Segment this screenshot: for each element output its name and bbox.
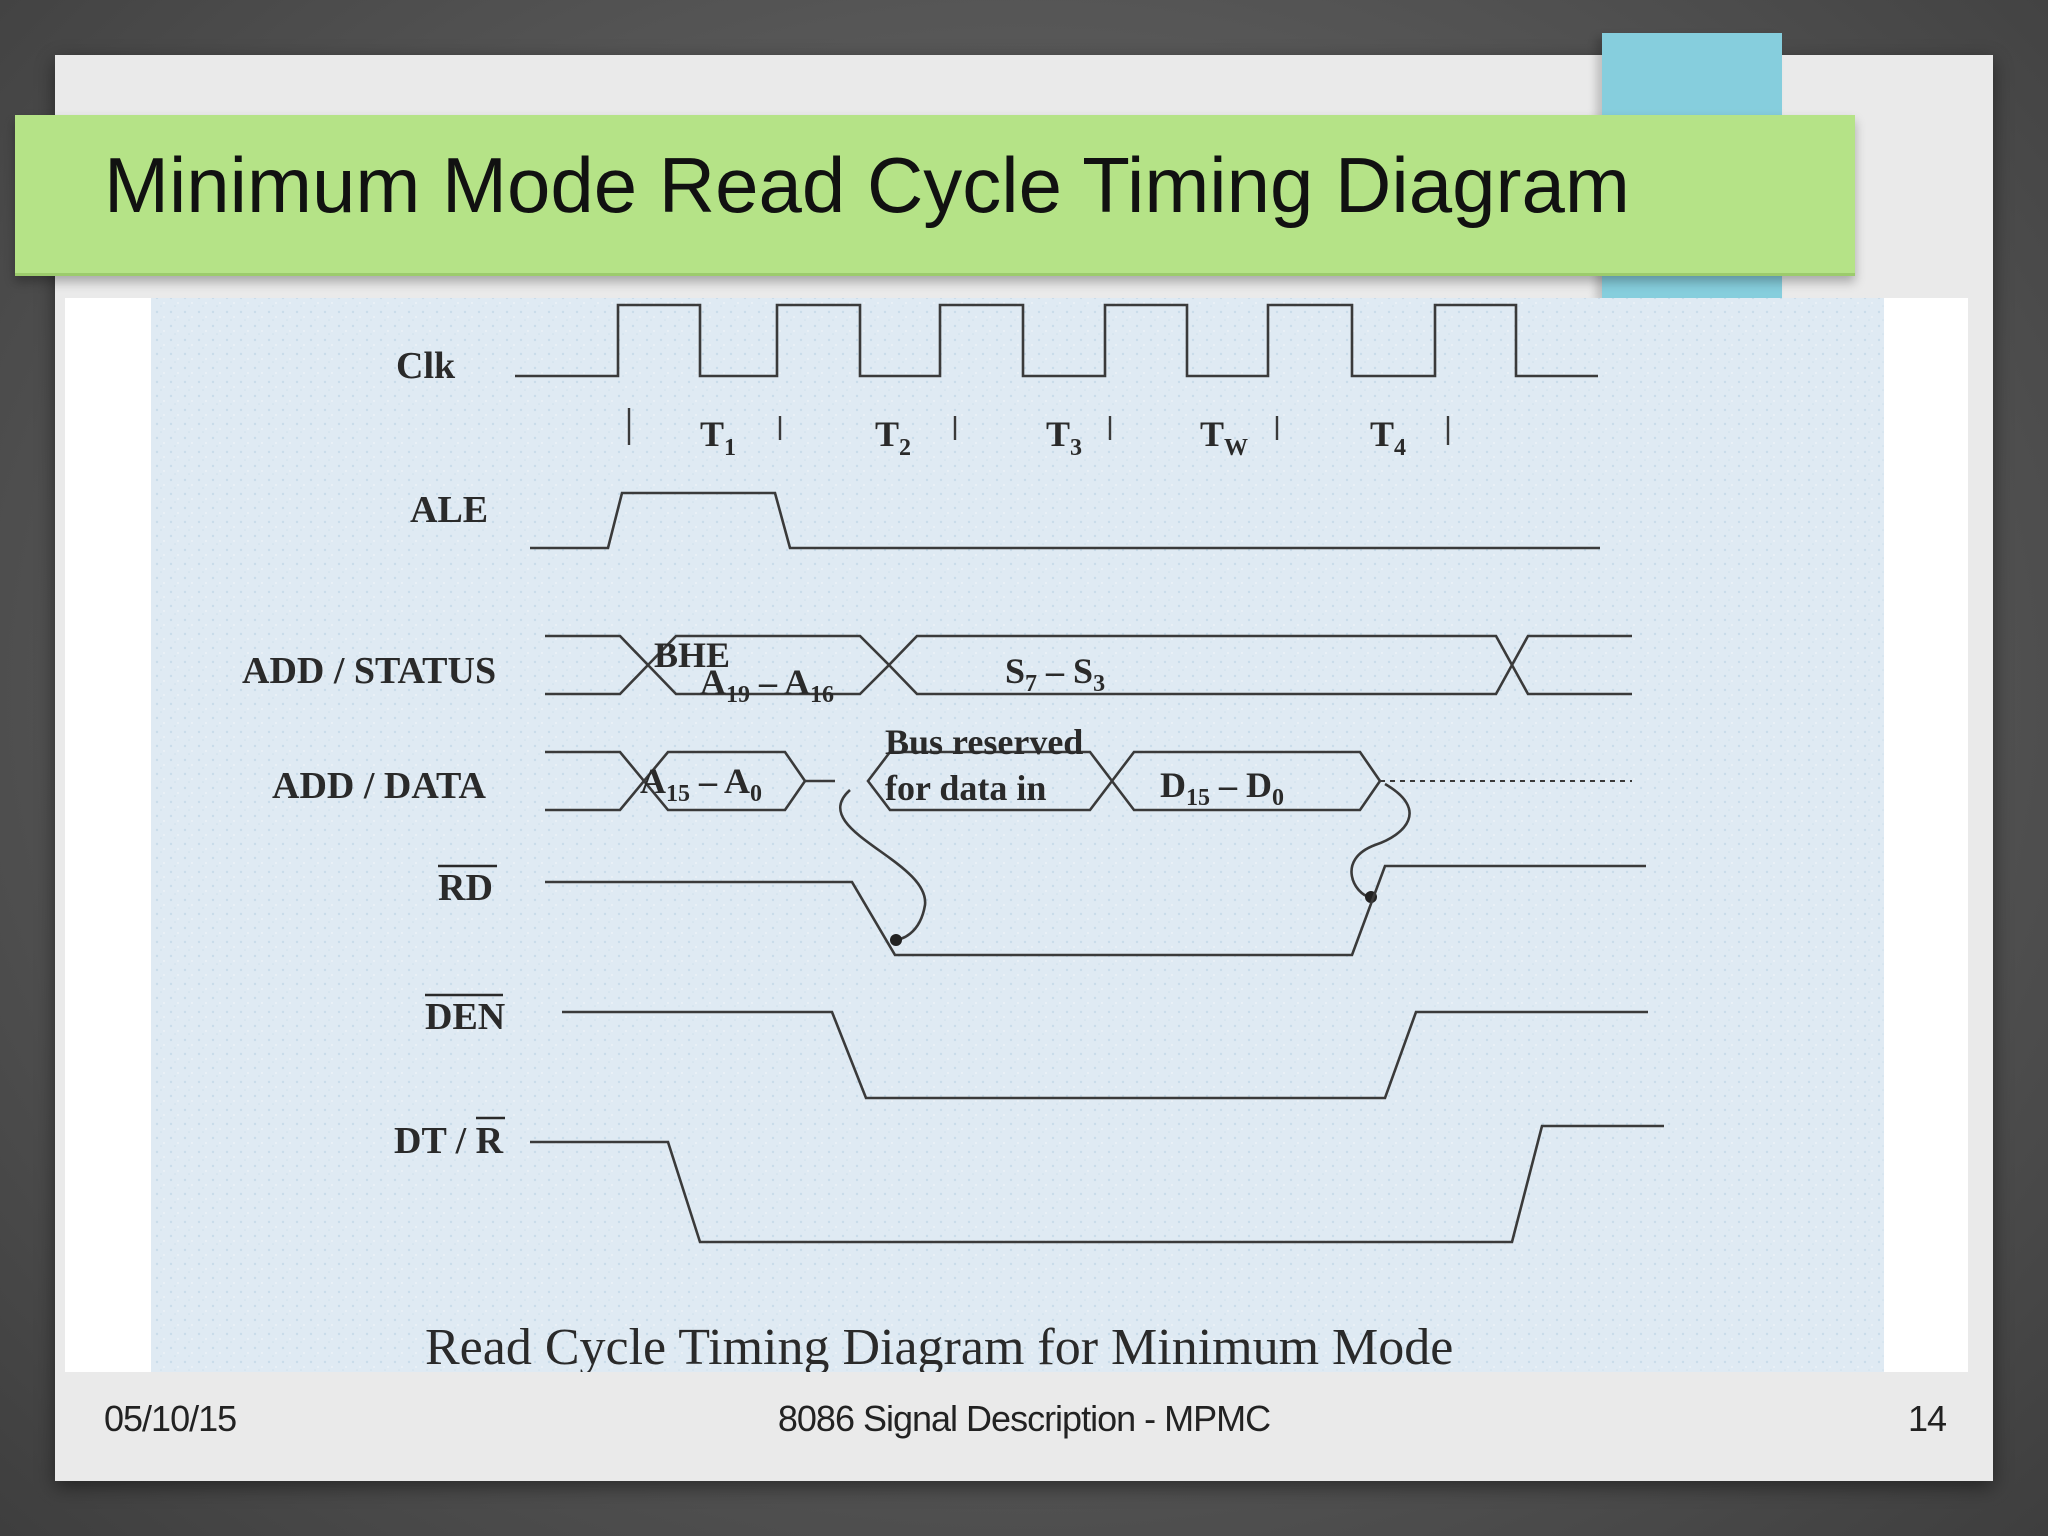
addr-a15-a0-text: A15 – A0 [640,761,762,807]
state-t1: T1 [700,414,736,461]
add-status-bus [545,634,1632,696]
clk-waveform [515,303,1598,378]
timing-diagram: Clk ALE ADD / STATUS ADD / DATA RD DEN D… [151,298,1884,1372]
state-t4: T4 [1370,414,1406,461]
title-band [15,115,1855,276]
footer-page-number: 14 [1907,1398,1947,1439]
rd-waveform [545,864,1646,957]
diagram-area: Clk ALE ADD / STATUS ADD / DATA RD DEN D… [65,298,1968,1372]
state-t2: T2 [875,414,911,461]
add-data-bus [545,750,1632,946]
slide-title: Minimum Mode Read Cycle Timing Diagram [104,141,1630,229]
status-s7-s3-text: S7 – S3 [1005,651,1105,697]
state-ticks [627,408,1450,445]
label-add-data: ADD / DATA [272,765,486,807]
ale-waveform [530,491,1600,550]
diagram-background [151,298,1884,1372]
diagram-caption: Read Cycle Timing Diagram for Minimum Mo… [425,1319,1453,1372]
addr-a19-a16-text: A19 – A16 [700,662,834,708]
bus-reserved-line2: for data in [885,768,1046,808]
footer-title: 8086 Signal Description - MPMC [777,1398,1271,1439]
bus-reserved-line1: Bus reserved [885,722,1083,762]
label-dt-r: DT / R [394,1120,504,1162]
bhe-text: BHE [654,635,730,675]
rd-fall-dot [890,934,902,946]
den-waveform [562,1010,1648,1100]
label-den: DEN [425,996,505,1038]
dt-r-waveform [530,1124,1664,1244]
label-ale: ALE [410,489,488,531]
state-tw: TW [1200,414,1248,461]
footer-date: 05/10/15 [104,1398,237,1439]
label-rd: RD [438,867,493,909]
label-dt-r-bar: R [476,1120,504,1162]
data-d15-d0-text: D15 – D0 [1160,765,1284,811]
state-t3: T3 [1046,414,1082,461]
label-clk: Clk [396,345,456,387]
label-add-status: ADD / STATUS [242,650,496,692]
